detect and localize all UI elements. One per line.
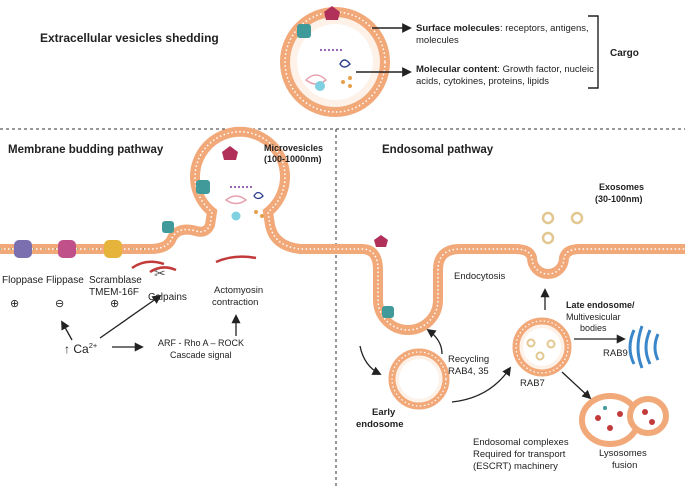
plus-sign-2: ⊕: [110, 298, 119, 310]
particle-icon: [315, 81, 325, 91]
actomyosin-label: Actomyosin: [214, 285, 263, 296]
microvesicle-content: [196, 146, 264, 221]
cascade-label: Cascade signal: [170, 350, 232, 360]
arrow-early-late: [451, 366, 512, 403]
minus-sign: ⊖: [55, 298, 64, 310]
late-endosome-label-1: Late endosome/: [566, 300, 635, 310]
late-endosome-label-3: bodies: [580, 323, 607, 333]
rab9-label: RAB9: [603, 348, 628, 359]
early-endosome-icon: [388, 348, 450, 410]
scramblase-label: Scramblase: [89, 275, 142, 286]
cargo-label: Cargo: [610, 48, 639, 59]
molecular-line2: acids, cytokines, proteins, lipids: [416, 76, 549, 87]
actin-filament-icon: [131, 260, 177, 274]
molecular-line1: Molecular content: Growth factor, nuclei…: [416, 64, 594, 75]
antigen-icon: [382, 306, 394, 318]
flippase-label: Flippase: [46, 275, 84, 286]
arrow-ca-floppase: [61, 320, 73, 341]
mitochondria-icon: [304, 74, 328, 85]
arf-label: ARF - Rho A – ROCK: [158, 338, 244, 348]
nucleic-acid-icon: [339, 59, 351, 68]
contraction-label: contraction: [212, 297, 258, 308]
endocytosis-label: Endocytosis: [454, 271, 505, 282]
actin-filament-icon: [215, 255, 257, 264]
tmem-label: TMEM-16F: [89, 287, 139, 298]
right-title: Endosomal pathway: [382, 144, 494, 156]
plasma-membrane: [0, 126, 685, 335]
golgi-icon: [628, 325, 660, 369]
escrt-label-1: Endosomal complexes: [473, 437, 569, 448]
surface-line1: Surface molecules: receptors, antigens,: [416, 23, 589, 34]
microvesicles-size: (100-1000nm): [264, 154, 322, 164]
plus-sign-1: ⊕: [10, 298, 19, 310]
escrt-label-2: Required for transport: [473, 449, 566, 460]
exosome-icon: [541, 211, 555, 225]
escrt-label-3: (ESCRT) machinery: [473, 461, 558, 472]
arrow-ca-calpains: [99, 294, 162, 339]
antigen-icon: [196, 180, 210, 194]
top-title: Extracellular vesicles shedding: [40, 31, 219, 45]
calcium-label: ↑ Ca2+: [64, 341, 98, 356]
arrow-late-lysosome: [561, 371, 592, 400]
receptor-icon: [324, 6, 340, 20]
scramblase-icon: [104, 240, 122, 258]
arrow-endocytosis-early: [359, 345, 382, 375]
early-endosome-label-1: Early: [372, 407, 396, 418]
scissors-icon: ✂: [154, 265, 166, 281]
extracellular-vesicle-icon: [280, 6, 390, 117]
exosome-icon: [570, 211, 584, 225]
lysosome-label-1: Lysosomes: [599, 448, 647, 459]
lysosome-fusion-icon: [579, 393, 669, 447]
floppase-icon: [14, 240, 32, 258]
early-endosome-label-2: endosome: [356, 419, 404, 430]
flippase-icon: [58, 240, 76, 258]
exosomes-size: (30-100nm): [595, 194, 643, 204]
cargo-bracket: [588, 15, 599, 89]
antigen-icon: [297, 24, 311, 38]
left-title: Membrane budding pathway: [8, 144, 164, 156]
late-endosome-label-2: Multivesicular: [566, 312, 621, 322]
receptor-icon: [222, 146, 238, 160]
recycling-label-1: Recycling: [448, 354, 489, 365]
recycling-label-2: RAB4, 35: [448, 366, 489, 377]
antigen-icon: [162, 221, 174, 233]
late-endosome-icon: [512, 317, 572, 377]
receptor-icon: [374, 235, 388, 247]
floppase-label: Floppase: [2, 275, 44, 286]
exosomes-label: Exosomes: [599, 182, 644, 192]
exosome-icon: [541, 231, 555, 245]
lysosome-label-2: fusion: [612, 460, 637, 471]
rab7-label: RAB7: [520, 378, 545, 389]
calpains-label: Calpains: [148, 292, 187, 303]
surface-line2: molecules: [416, 35, 459, 46]
microvesicles-label: Microvesicles: [264, 143, 323, 153]
arrow-recycling: [426, 328, 443, 355]
